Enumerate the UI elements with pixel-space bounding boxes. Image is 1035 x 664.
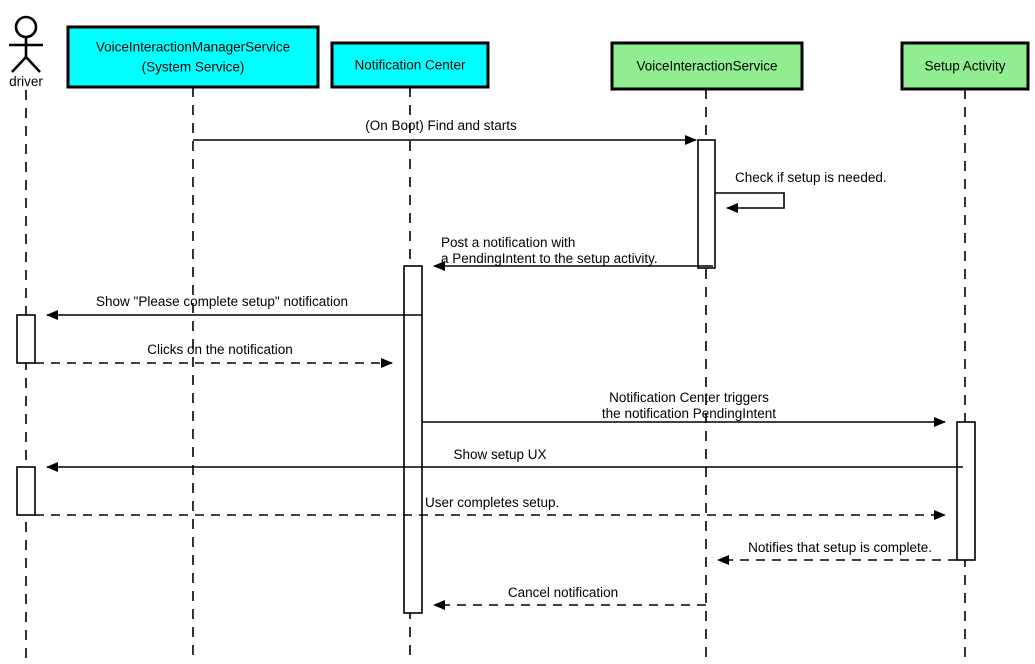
activation-bar-voiceinteractionservice-1	[697, 139, 716, 269]
message-label-cancel-notification: Cancel notification	[508, 585, 618, 600]
participant-box-setup-activity	[900, 41, 1030, 91]
message-label-post-notification-line2: a PendingIntent to the setup activity.	[441, 251, 658, 266]
participant-label-notification-center: Notification Center	[354, 58, 466, 73]
activation-bars-group	[16, 139, 976, 614]
actor-right-leg-icon	[25, 56, 41, 73]
participant-label-setup-activity: Setup Activity	[924, 59, 1005, 74]
message-check-setup[interactable]: Check if setup is needed.	[715, 170, 887, 213]
message-label-user-completes-setup: User completes setup.	[425, 495, 559, 510]
message-label-clicks-notification: Clicks on the notification	[147, 342, 293, 357]
activation-bar-driver-2	[16, 466, 36, 516]
participant-label-voiceinteractionservice: VoiceInteractionService	[636, 59, 777, 74]
participant-driver[interactable]: driver	[9, 15, 43, 89]
participant-box-notification-center	[330, 41, 490, 89]
actor-left-leg-icon	[11, 56, 27, 73]
participant-box-voiceinteractionservice	[610, 41, 804, 91]
participant-label-driver: driver	[9, 74, 43, 89]
message-line-check-setup	[715, 192, 785, 213]
participant-setup-activity[interactable]: Setup Activity	[900, 41, 1030, 91]
message-label-trigger-pendingintent-line2: the notification PendingIntent	[602, 406, 776, 421]
activation-bar-setup-activity-1	[956, 421, 976, 561]
message-show-setup-ux[interactable]: Show setup UX	[46, 447, 963, 472]
message-label-post-notification-line1: Post a notification with	[441, 235, 575, 250]
participant-voiceinteractionservice[interactable]: VoiceInteractionService	[610, 41, 804, 91]
message-trigger-pendingintent[interactable]: Notification Center triggers the notific…	[422, 390, 946, 427]
message-clicks-notification[interactable]: Clicks on the notification	[35, 342, 393, 368]
message-label-check-setup: Check if setup is needed.	[735, 170, 887, 185]
message-label-on-boot: (On Boot) Find and starts	[365, 118, 517, 133]
participant-notification-center[interactable]: Notification Center	[330, 41, 490, 89]
participant-vims[interactable]: VoiceInteractionManagerService (System S…	[66, 25, 320, 89]
message-user-completes-setup[interactable]: User completes setup.	[35, 495, 946, 520]
message-cancel-notification[interactable]: Cancel notification	[433, 585, 706, 610]
message-label-notifies-complete: Notifies that setup is complete.	[748, 540, 932, 555]
participant-label-vims-line2: (System Service)	[142, 60, 245, 75]
activation-bar-driver-1	[16, 314, 36, 364]
message-label-show-notification: Show "Please complete setup" notificatio…	[96, 294, 348, 309]
message-show-notification[interactable]: Show "Please complete setup" notificatio…	[46, 294, 422, 320]
message-label-show-setup-ux: Show setup UX	[453, 447, 546, 462]
actor-head-icon	[14, 15, 38, 39]
participant-label-vims-line1: VoiceInteractionManagerService	[96, 40, 290, 55]
message-label-trigger-pendingintent-line1: Notification Center triggers	[609, 390, 769, 405]
participant-box-vims	[66, 25, 320, 89]
message-post-notification[interactable]: Post a notification with a PendingIntent…	[433, 235, 713, 271]
message-notifies-complete[interactable]: Notifies that setup is complete.	[717, 540, 957, 565]
activation-bar-notification-center-1	[403, 265, 423, 614]
message-on-boot[interactable]: (On Boot) Find and starts	[193, 118, 697, 145]
